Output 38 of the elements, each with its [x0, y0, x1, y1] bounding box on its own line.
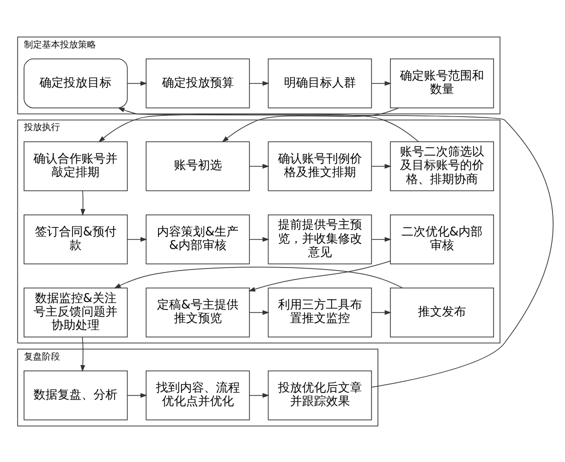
arrow [249, 163, 270, 168]
node-box: 确定账号范围和数量 [390, 58, 494, 108]
arrow [248, 260, 391, 291]
node-box: 数据复盘、分析 [24, 370, 128, 420]
node-box: 确定投放预算 [146, 58, 250, 108]
node-box: 确认合作账号并敲定排期 [24, 140, 128, 191]
arrow [249, 310, 270, 314]
arrow [98, 113, 419, 142]
arrow [80, 336, 86, 372]
node-box: 账号初选 [146, 140, 250, 191]
node-box: 明确目标人群 [268, 58, 372, 108]
arrow [118, 107, 554, 388]
node-box: 找到内容、流程优化点并优化 [146, 370, 250, 420]
node-box: 二次优化&内部审核 [390, 214, 494, 264]
node-box: 数据监控&关注号主反馈问题并协助处理 [24, 287, 128, 337]
node-box: 签订合同&预付款 [24, 214, 128, 264]
arrow [249, 80, 270, 86]
node-box: 账号二次筛选以及目标账号的价格、排期协商 [390, 140, 494, 191]
arrow [222, 107, 399, 142]
node-box: 利用三方工具布置推文监控 [268, 287, 372, 337]
arrow [114, 266, 404, 288]
arrow [371, 236, 392, 242]
node-box: 内容策划&生产&内部审核 [146, 214, 250, 264]
arrow [371, 80, 392, 86]
arrow [371, 163, 392, 168]
arrow [371, 310, 392, 314]
arrow [249, 392, 270, 398]
node-box: 确定投放目标 [24, 58, 128, 108]
node-box: 定稿&号主提供推文预览 [146, 287, 250, 337]
arrow [80, 190, 86, 216]
arrow [127, 80, 148, 86]
node-box: 投放优化后文章并跟踪效果 [268, 370, 372, 420]
node-box: 确认账号刊例价格及推文排期 [268, 140, 372, 191]
arrow [249, 236, 270, 242]
node-box: 推文发布 [390, 287, 494, 337]
node-box: 提前提供号主预览，并收集修改意见 [268, 214, 372, 264]
arrow [127, 236, 148, 242]
arrow [127, 392, 148, 398]
